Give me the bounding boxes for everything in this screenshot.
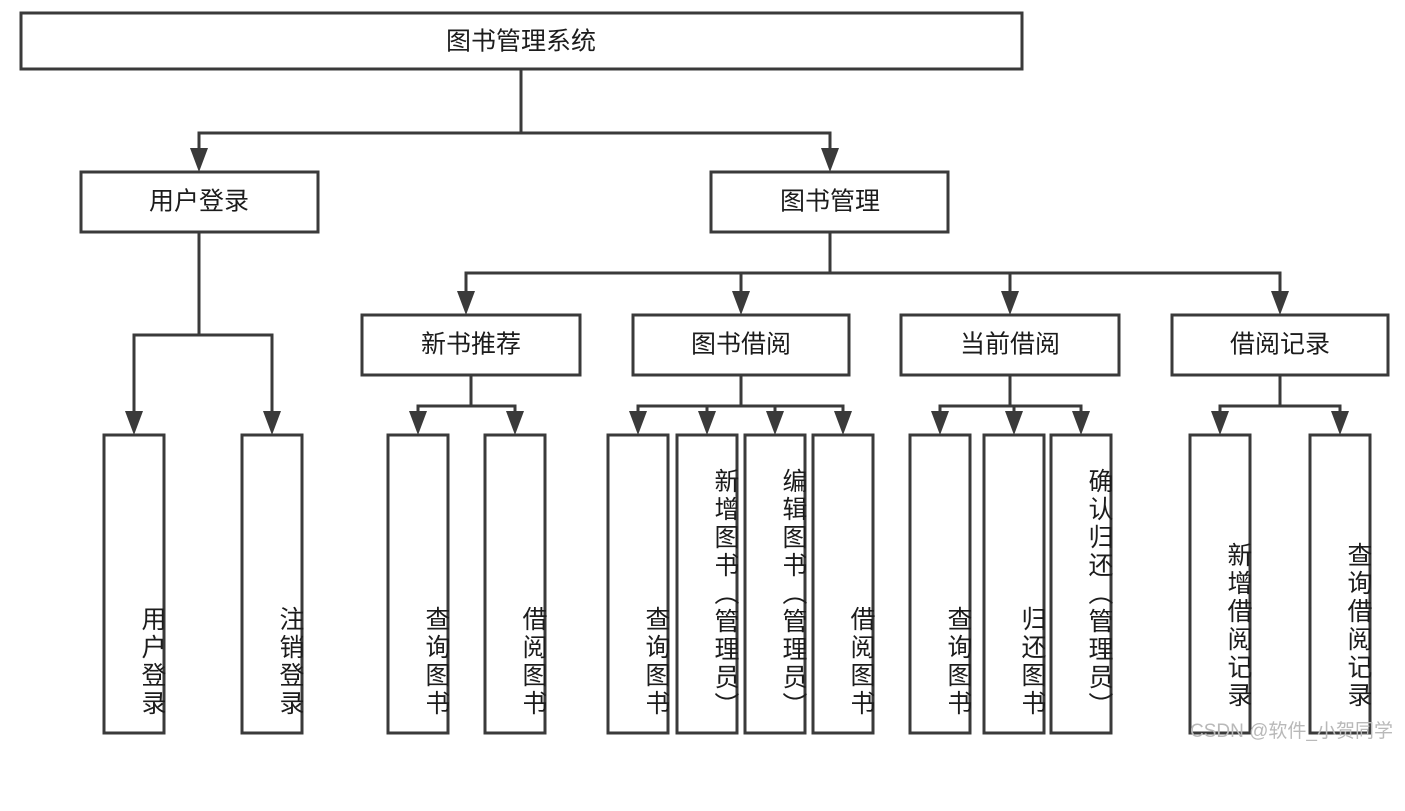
arrow-head-leaf-borrow-book-2: [834, 411, 852, 435]
node-leaf-query-book-3-box[interactable]: [908, 433, 972, 735]
arrow-head-leaf-return-book: [1005, 411, 1023, 435]
arrow-head-user-login: [190, 148, 208, 172]
arrow-head-leaf-borrow-book-1: [506, 411, 524, 435]
node-book-manage-label: 图书管理: [780, 188, 880, 216]
node-leaf-add-book-box[interactable]: [675, 433, 739, 735]
node-new-book-rec-box[interactable]: [360, 313, 582, 377]
node-leaf-add-record-box[interactable]: [1188, 433, 1252, 735]
edge-user-login-to-leaves: [125, 230, 281, 435]
node-borrow-record-label: 借阅记录: [1230, 331, 1330, 359]
edge-borrow-record-to-leaves: [1211, 373, 1349, 435]
node-borrow-record[interactable]: 借阅记录: [1170, 313, 1390, 377]
arrow-head-leaf-user-logout: [263, 411, 281, 435]
node-user-login-label: 用户登录: [149, 188, 249, 216]
edge-root-to-level2: [190, 67, 839, 172]
node-current-borrow[interactable]: 当前借阅: [899, 313, 1121, 377]
node-leaf-borrow-book-2-box[interactable]: [811, 433, 875, 735]
node-leaf-confirm-return-box[interactable]: [1049, 433, 1113, 735]
node-leaf-query-record-box[interactable]: [1308, 433, 1372, 735]
node-leaf-user-logout-box[interactable]: [240, 433, 304, 735]
node-book-borrow[interactable]: 图书借阅: [631, 313, 851, 377]
node-leaf-edit-book-box[interactable]: [743, 433, 807, 735]
node-borrow-record-box[interactable]: [1170, 313, 1390, 377]
node-root[interactable]: 图书管理系统: [19, 11, 1024, 71]
arrow-head-leaf-user-login: [125, 411, 143, 435]
arrow-head-book-manage: [821, 148, 839, 172]
csdn-watermark: CSDN @软件_小贺同学: [1190, 721, 1393, 742]
node-book-manage[interactable]: 图书管理: [709, 170, 950, 234]
node-root-label: 图书管理系统: [446, 28, 596, 56]
arrow-head-borrow-record: [1271, 291, 1289, 315]
node-user-login-box[interactable]: [79, 170, 320, 234]
edge-current-borrow-to-leaves: [931, 373, 1090, 435]
node-new-book-rec-label: 新书推荐: [421, 331, 521, 359]
node-current-borrow-box[interactable]: [899, 313, 1121, 377]
leaf-boxes: [102, 433, 1372, 735]
arrow-head-leaf-query-book-1: [409, 411, 427, 435]
node-user-login[interactable]: 用户登录: [79, 170, 320, 234]
node-root-box[interactable]: [19, 11, 1024, 71]
arrow-head-leaf-add-record: [1211, 411, 1229, 435]
arrow-head-leaf-query-book-2: [629, 411, 647, 435]
arrow-head-leaf-edit-book: [766, 411, 784, 435]
node-book-manage-box[interactable]: [709, 170, 950, 234]
arrow-head-leaf-query-book-3: [931, 411, 949, 435]
arrow-head-new-book-rec: [457, 291, 475, 315]
node-leaf-query-book-1-box[interactable]: [386, 433, 450, 735]
edge-book-manage-to-level3: [457, 230, 1289, 315]
arrow-head-leaf-query-record: [1331, 411, 1349, 435]
node-leaf-query-book-2-box[interactable]: [606, 433, 670, 735]
node-leaf-return-book-box[interactable]: [982, 433, 1046, 735]
arrow-head-book-borrow: [732, 291, 750, 315]
node-book-borrow-box[interactable]: [631, 313, 851, 377]
node-new-book-rec[interactable]: 新书推荐: [360, 313, 582, 377]
arrow-head-current-borrow: [1001, 291, 1019, 315]
arrow-head-leaf-confirm-return: [1072, 411, 1090, 435]
node-leaf-borrow-book-1-box[interactable]: [483, 433, 547, 735]
node-leaf-user-login-box[interactable]: [102, 433, 166, 735]
arrow-head-leaf-add-book: [698, 411, 716, 435]
edge-new-book-rec-to-leaves: [409, 373, 524, 435]
flowchart-canvas: 图书管理系统 用户登录 图书管理 新书推荐 图书借阅 当前借阅 借阅记录: [19, 11, 1393, 742]
edge-book-borrow-to-leaves: [629, 373, 852, 435]
node-book-borrow-label: 图书借阅: [691, 331, 791, 359]
node-current-borrow-label: 当前借阅: [960, 331, 1060, 359]
flowchart-svg: 图书管理系统 用户登录 图书管理 新书推荐 图书借阅 当前借阅 借阅记录: [19, 11, 1390, 735]
